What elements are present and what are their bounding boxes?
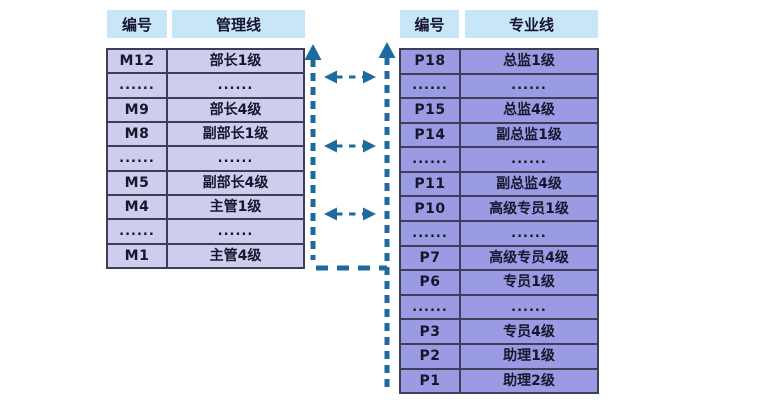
level-title: 副部长4级 [168, 171, 303, 194]
level-title: 主管4级 [168, 244, 303, 267]
level-title: 副总监1级 [461, 123, 597, 147]
level-title: ...... [461, 222, 597, 245]
level-code: P11 [401, 172, 461, 196]
table-row: ............ [108, 145, 303, 170]
level-title: ...... [168, 220, 303, 243]
level-title: 专员1级 [461, 271, 597, 294]
table-row: ............ [401, 293, 597, 319]
left-header-management-line-label: 管理线 [172, 10, 305, 38]
level-title: 部长1级 [168, 50, 303, 73]
level-code: ...... [401, 148, 461, 171]
level-code: ...... [108, 74, 168, 97]
level-code: ...... [401, 222, 461, 245]
level-code: M5 [108, 171, 168, 194]
right-header-professional-line-label: 专业线 [465, 10, 598, 38]
level-title: ...... [461, 148, 597, 171]
right-up-arrow-icon [378, 42, 396, 58]
level-code: ...... [108, 220, 168, 243]
level-code: P15 [401, 99, 461, 122]
bidirectional-arrow-m8-p14 [324, 139, 376, 153]
level-title: 助理1级 [461, 344, 597, 368]
level-code: P1 [401, 369, 461, 393]
level-title: ...... [461, 74, 597, 98]
left-up-arrow-icon [304, 44, 322, 60]
level-title: ...... [168, 147, 303, 170]
level-code: P18 [401, 50, 461, 73]
level-code: M8 [108, 122, 168, 146]
table-row: ............ [401, 146, 597, 171]
level-code: M4 [108, 195, 168, 219]
table-row: ............ [108, 72, 303, 97]
level-code: P6 [401, 271, 461, 294]
bidirectional-arrow-m4-p10 [324, 207, 376, 221]
level-code: P7 [401, 246, 461, 270]
level-code: M1 [108, 244, 168, 267]
level-code: P2 [401, 344, 461, 368]
level-code: P3 [401, 320, 461, 343]
table-row: ............ [108, 218, 303, 243]
level-title: 高级专员1级 [461, 197, 597, 221]
bidirectional-arrow-m12-p18 [324, 70, 376, 84]
level-title: 高级专员4级 [461, 246, 597, 270]
level-code: P14 [401, 123, 461, 147]
level-code: M9 [108, 98, 168, 121]
table-row: ............ [401, 72, 597, 98]
right-header-code-label: 编号 [400, 10, 459, 38]
level-code: ...... [401, 74, 461, 98]
left-header-code-label: 编号 [107, 10, 167, 38]
level-title: 副部长1级 [168, 122, 303, 146]
level-title: ...... [168, 74, 303, 97]
level-title: 专员4级 [461, 320, 597, 343]
level-code: M12 [108, 50, 168, 73]
level-code: ...... [108, 147, 168, 170]
level-title: 总监4级 [461, 99, 597, 122]
level-title: 主管1级 [168, 195, 303, 219]
table-row: ............ [401, 220, 597, 245]
level-title: 副总监4级 [461, 172, 597, 196]
level-title: 总监1级 [461, 50, 597, 73]
level-code: ...... [401, 295, 461, 319]
level-title: ...... [461, 295, 597, 319]
level-title: 部长4级 [168, 98, 303, 121]
level-code: P10 [401, 197, 461, 221]
level-title: 助理2级 [461, 369, 597, 393]
